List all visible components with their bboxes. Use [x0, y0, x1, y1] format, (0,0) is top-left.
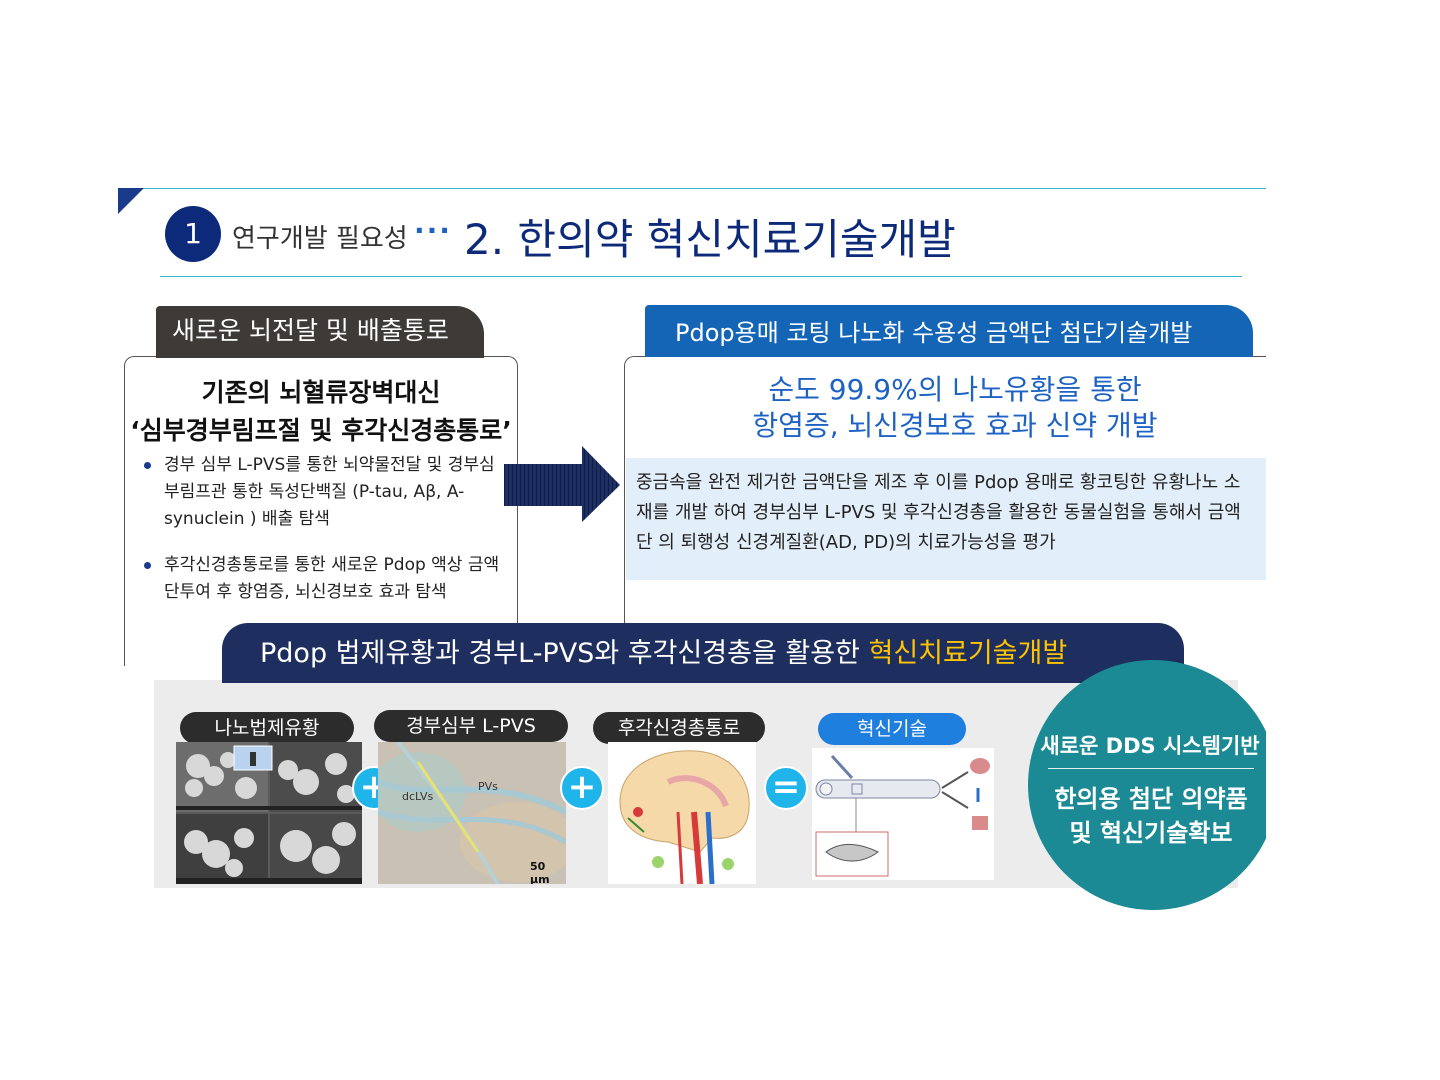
left-panel-box	[124, 356, 518, 666]
bullet-text: 후각신경총통로를 통한 새로운 Pdop 액상 금액단투여 후 항염증, 뇌신경…	[164, 555, 500, 602]
right-description: 중금속을 완전 제거한 금액단을 제조 후 이를 Pdop 용매로 황코팅한 유…	[636, 472, 1241, 553]
header-corner-accent	[118, 188, 144, 214]
left-bullet-1: 경부 심부 L-PVS를 통한 뇌약물전달 및 경부심부림프관 통한 독성단백질…	[144, 452, 504, 533]
right-title-line2: 항염증, 뇌신경보호 효과 신약 개발	[752, 409, 1158, 442]
section-label: 연구개발 필요성	[232, 224, 408, 254]
left-panel-title: 기존의 뇌혈류장벽대신 ‘심부경부림프절 및 후각신경총통로’	[124, 374, 518, 450]
image-label-dclvs: dcLVs	[402, 790, 434, 803]
step-label-olfactory: 후각신경총통로	[593, 712, 765, 744]
lpvs-microscope-image: dcLVs PVs 50 µm	[378, 742, 566, 884]
left-title-line2: ‘심부경부림프절 및 후각신경총통로’	[130, 416, 512, 445]
summary-title: 새로운 DDS 시스템기반	[1040, 734, 1260, 758]
section-number-badge: 1	[165, 206, 221, 262]
bottom-banner: Pdop 법제유황과 경부L-PVS와 후각신경총을 활용한 혁신치료기술개발	[222, 623, 1184, 683]
step-label-nano-sulfur: 나노법제유황	[180, 712, 354, 744]
bullet-dot-icon	[144, 562, 151, 569]
equals-icon: =	[764, 766, 808, 810]
brain-anatomy-image	[608, 742, 756, 884]
right-title-line1: 순도 99.9%의 나노유황을 통한	[768, 373, 1142, 406]
plus-icon-2: +	[560, 766, 604, 810]
bullet-dot-icon	[144, 462, 151, 469]
dds-schematic-image	[812, 748, 994, 880]
step-label-innovation: 혁신기술	[818, 713, 966, 745]
sem-microscope-image	[176, 742, 362, 884]
left-bullet-2: 후각신경총통로를 통한 새로운 Pdop 액상 금액단투여 후 항염증, 뇌신경…	[144, 552, 504, 606]
left-panel-tab: 새로운 뇌전달 및 배출통로	[156, 306, 484, 358]
image-label-pvs: PVs	[478, 780, 498, 793]
header-top-line	[118, 188, 1266, 189]
left-title-line1: 기존의 뇌혈류장벽대신	[201, 378, 441, 407]
bullet-text: 경부 심부 L-PVS를 통한 뇌약물전달 및 경부심부림프관 통한 독성단백질…	[164, 455, 495, 529]
page-title: 2. 한의약 혁신치료기술개발	[464, 215, 956, 264]
page-margin-right	[1266, 0, 1440, 1080]
right-panel-tab: Pdop용매 코팅 나노화 수용성 금액단 첨단기술개발	[645, 305, 1253, 357]
step-label-l-pvs: 경부심부 L-PVS	[374, 710, 568, 742]
banner-highlight: 혁신치료기술개발	[868, 638, 1068, 669]
right-description-background	[626, 458, 1266, 580]
banner-text: Pdop 법제유황과 경부L-PVS와 후각신경총을 활용한	[260, 638, 869, 669]
summary-line2: 및 혁신기술확보	[1069, 819, 1233, 847]
right-panel-title: 순도 99.9%의 나노유황을 통한 항염증, 뇌신경보호 효과 신약 개발	[700, 372, 1210, 444]
image-scale-label: 50 µm	[530, 860, 550, 884]
summary-line1: 한의용 첨단 의약품	[1054, 785, 1248, 813]
summary-body: 한의용 첨단 의약품 및 혁신기술확보	[1036, 782, 1266, 850]
separator-dots: ···	[414, 214, 452, 247]
summary-circle	[1028, 660, 1278, 910]
header-bottom-line	[160, 276, 1242, 277]
summary-divider	[1048, 768, 1254, 769]
right-arrow-icon	[504, 446, 620, 522]
